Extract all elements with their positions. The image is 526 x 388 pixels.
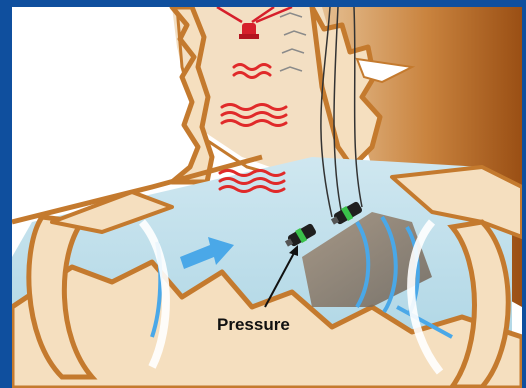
- pressure-label: Pressure: [217, 315, 290, 334]
- diagram-canvas: Pressure: [12, 7, 522, 388]
- pipe-junction-illustration: Pressure: [12, 7, 522, 388]
